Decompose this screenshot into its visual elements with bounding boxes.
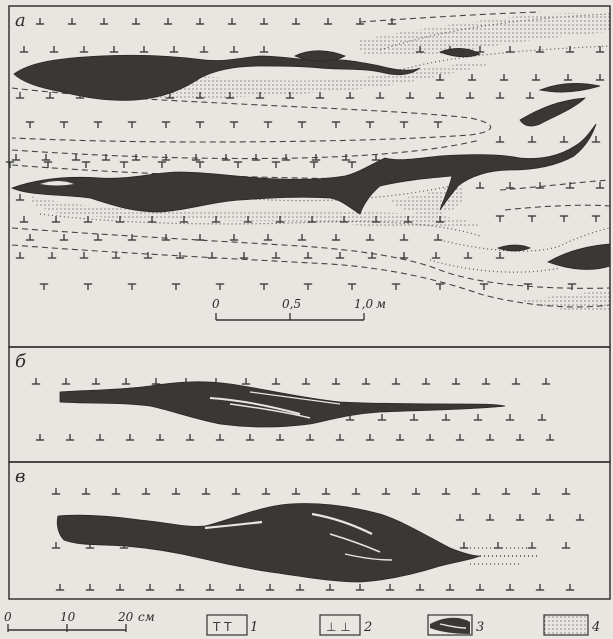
scale-bar-large: 0 0,5 1,0 м — [212, 297, 386, 320]
scale-large-tick-10: 1,0 — [354, 297, 373, 311]
legend-number-4: 4 — [591, 620, 600, 635]
scale-large-tick-05: 0,5 — [282, 297, 301, 311]
panel-a-label: а — [15, 10, 26, 31]
panel-v-ore-body — [57, 503, 540, 582]
scale-small-tick-20: 20 — [117, 610, 134, 624]
legend-number-2: 2 — [363, 620, 372, 635]
scale-large-unit: м — [376, 297, 386, 311]
panel-b-label: б — [15, 351, 27, 372]
scale-small-unit: см — [138, 610, 155, 624]
legend: T T 1 ⊥ ⊥ 2 3 4 — [207, 615, 600, 635]
legend-symbol-1: T T — [212, 620, 232, 634]
scale-bar-small: 0 10 20 см — [4, 610, 155, 632]
legend-number-1: 1 — [250, 620, 258, 635]
legend-symbol-2: ⊥ ⊥ — [326, 620, 351, 634]
scale-large-tick-0: 0 — [212, 297, 220, 311]
legend-number-3: 3 — [476, 620, 484, 635]
legend-box-4 — [544, 615, 588, 635]
scale-small-tick-0: 0 — [4, 610, 12, 624]
scale-small-tick-10: 10 — [60, 610, 76, 624]
panel-b-ore-body — [60, 382, 505, 427]
panel-v-label: в — [15, 466, 25, 487]
